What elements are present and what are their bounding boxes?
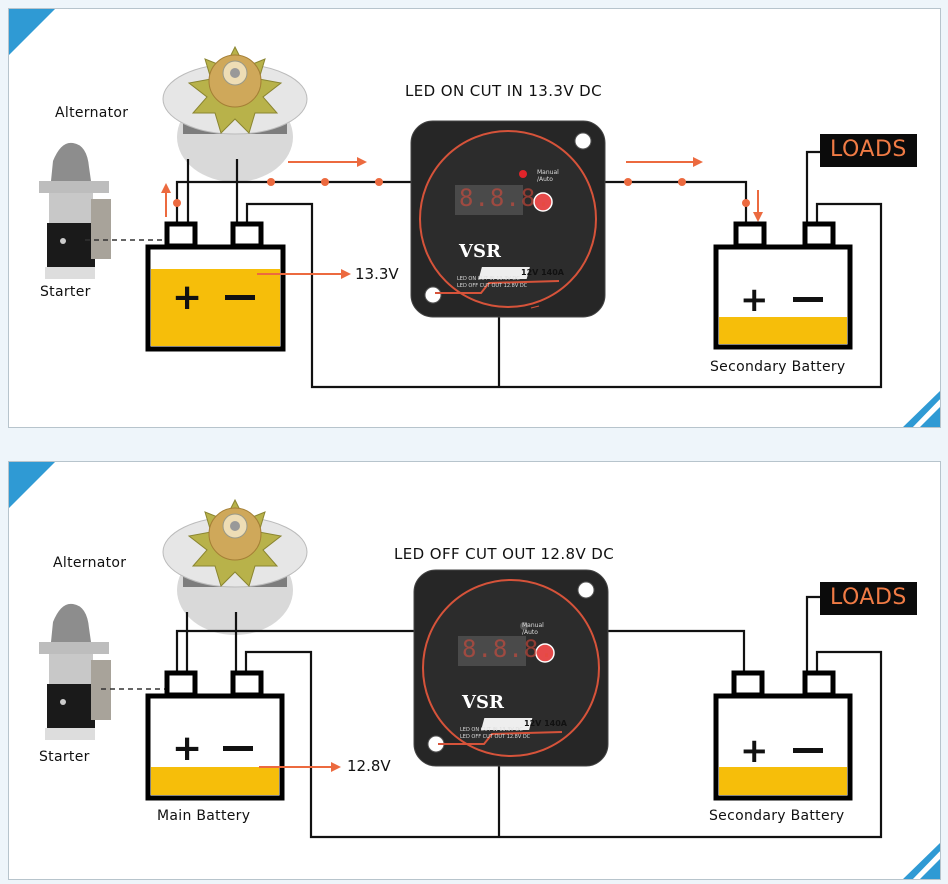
starter-label: Starter [39,749,90,765]
diagram-panel-led-off: + + Alternator Starter LED O [8,461,941,880]
secondary-battery-label: Secondary Battery [710,359,846,375]
starter-label: Starter [40,284,91,300]
corner-accent-top-left [9,462,55,508]
status-led [520,622,528,630]
battery-charge-level [151,767,279,795]
digital-display [458,636,526,666]
secondary-battery: + [713,670,853,801]
power-button-icon [533,192,553,212]
positive-sign: + [172,728,202,769]
corner-accent-bottom-right [903,390,940,427]
vsr-spec-line-2: LED OFF CUT OUT 12.8V DC [460,734,531,740]
wires [175,150,883,389]
alternator-image [162,45,308,182]
negative-sign [793,748,823,753]
voltage-arrow [257,269,351,279]
vsr-display-digits: 8.8.8. [459,184,552,212]
vsr-relay [413,569,609,767]
starter-image [39,603,111,740]
vsr-rating: 12V 140A [521,268,564,277]
starter-image [39,142,111,279]
diagram-title: LED ON CUT IN 13.3V DC [405,82,602,100]
main-battery-voltage: 12.8V [347,757,391,775]
secondary-battery: + [713,221,853,350]
diagram-panel-led-on: + [8,8,941,428]
vsr-spec-line-1: LED ON CUT IN 13.3V DC [460,727,523,733]
vsr-spec-line-2: LED OFF CUT OUT 12.8V DC [457,283,528,289]
vsr-rating: 12V 140A [524,719,567,728]
vsr-brand: VSR [459,241,501,262]
voltage-arrow [259,762,341,772]
loads-label: LOADS [820,134,917,167]
diagram-title: LED OFF CUT OUT 12.8V DC [394,545,615,563]
corner-accent-bottom-right [903,842,940,879]
alternator-image [162,498,308,635]
vsr-display-digits: 8.8.8. [462,635,555,663]
negative-sign [223,746,253,751]
negative-sign [793,297,823,302]
digital-display [455,185,523,215]
battery-charge-level [719,317,847,344]
status-led [519,170,527,178]
wiring-diagram: + + [9,462,940,879]
main-battery: + [145,221,286,352]
vsr-spec-line-1: LED ON CUT IN 13.3V DC [457,276,520,282]
main-battery-label: Main Battery [157,808,251,824]
alternator-label: Alternator [55,105,129,121]
loads-label: LOADS [820,582,917,615]
secondary-battery-label: Secondary Battery [709,808,845,824]
vsr-mode-label: Manual /Auto [537,169,559,183]
current-flow-indicators [161,157,763,222]
alternator-label: Alternator [53,555,127,571]
wiring-diagram: + [9,9,940,427]
positive-sign: + [740,280,769,320]
main-battery-voltage: 13.3V [355,265,399,283]
corner-accent-top-left [9,9,55,55]
positive-sign: + [172,277,202,318]
vsr-relay [410,120,606,318]
negative-sign [225,295,255,300]
power-button-icon [535,643,555,663]
vsr-mode-label: Manual /Auto [522,622,544,636]
positive-sign: + [740,731,769,771]
battery-charge-level [151,269,280,346]
wires [175,595,883,839]
battery-charge-level [719,767,847,795]
main-battery: + [145,670,285,801]
vsr-brand: VSR [462,692,504,713]
